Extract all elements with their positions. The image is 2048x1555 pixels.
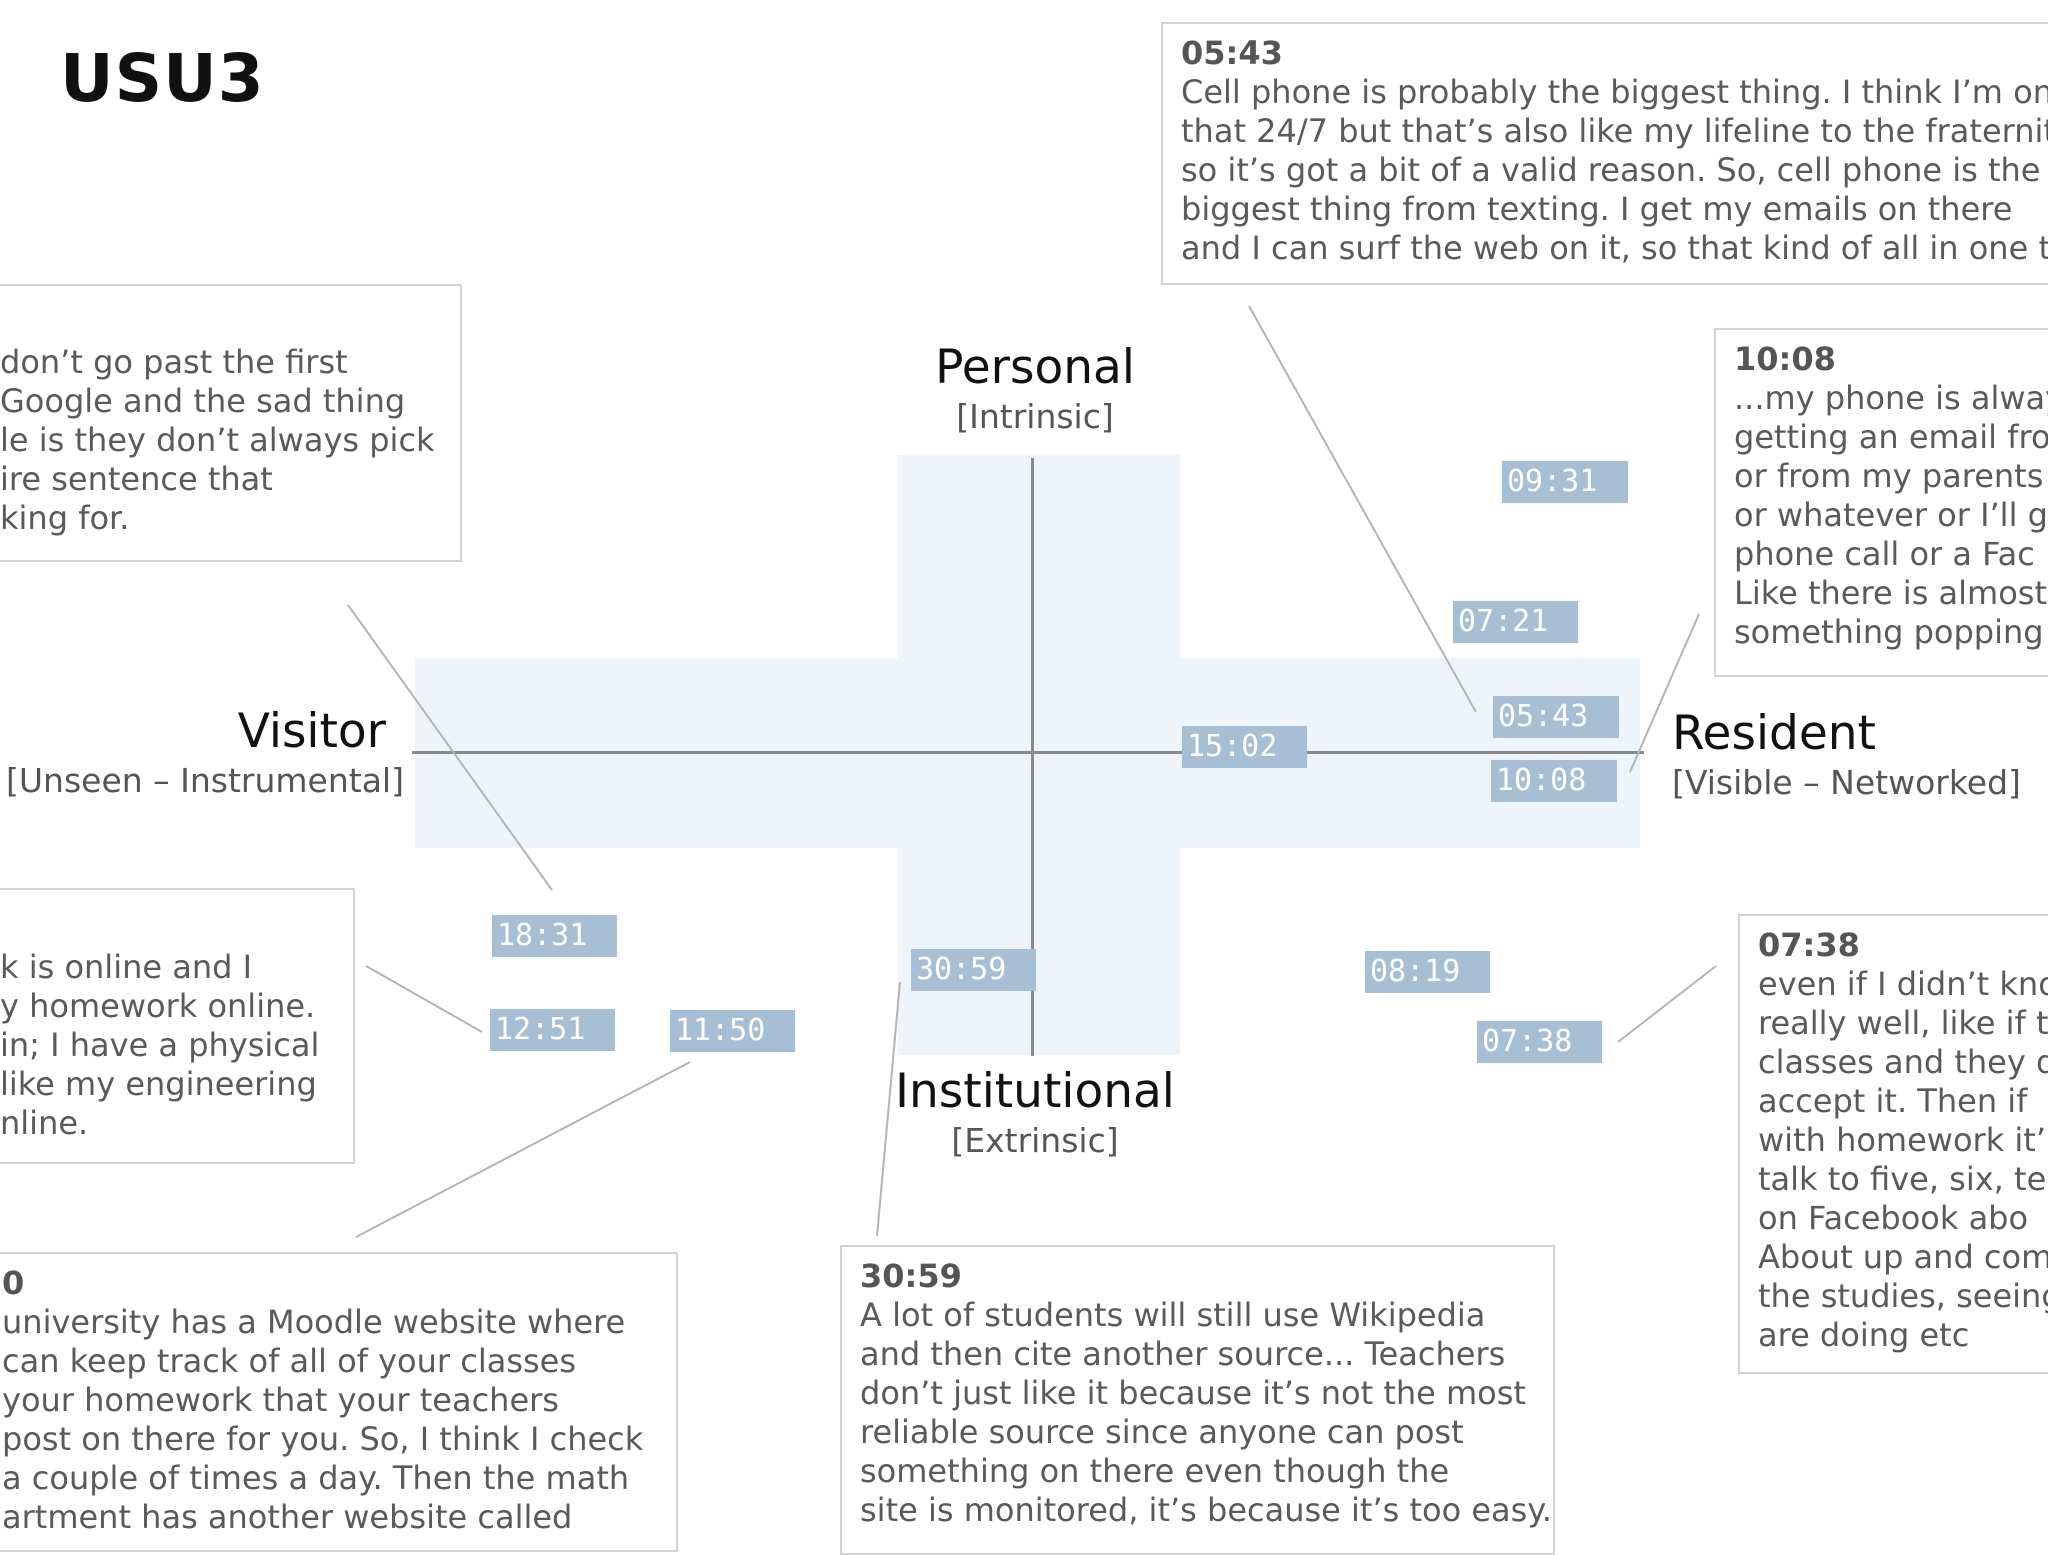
quote-line: can keep track of all of your classes (2, 1342, 577, 1380)
quote-time: 07:38 (1758, 926, 1860, 964)
quote-box-1831: don’t go past the first Google and the s… (0, 284, 462, 562)
quote-line: Cell phone is probably the biggest thing… (1181, 73, 2048, 111)
timestamp-1008[interactable]: 10:08 (1491, 760, 1617, 802)
quote-line: your homework that your teachers (2, 1381, 559, 1419)
quote-line: ire sentence that (0, 460, 273, 498)
axis-sub-extrinsic: [Extrinsic] (951, 1121, 1119, 1160)
quote-line: le is they don’t always pick (0, 421, 435, 459)
timestamp-0819[interactable]: 08:19 (1365, 951, 1490, 993)
quote-time: 0 (2, 1264, 25, 1302)
axis-label-resident: Resident [Visible – Networked] (1672, 706, 2042, 802)
quote-line: are doing etc (1758, 1316, 1970, 1354)
quote-line: and then cite another source... Teachers (860, 1335, 1506, 1373)
quote-line: don’t just like it because it’s not the … (860, 1374, 1526, 1412)
connector-1251 (365, 965, 483, 1033)
page-title: USU3 (60, 40, 265, 117)
quote-line: y homework online. (0, 987, 316, 1025)
quote-line: artment has another website called (2, 1498, 573, 1536)
quote-line: university has a Moodle website where (2, 1303, 626, 1341)
timestamp-0738[interactable]: 07:38 (1477, 1021, 1602, 1063)
quote-line: A lot of students will still use Wikiped… (860, 1296, 1486, 1334)
axis-label-visitor: Visitor [Unseen – Instrumental] (6, 704, 404, 800)
axis-sub-intrinsic: [Intrinsic] (956, 397, 1114, 436)
vertical-axis (1031, 458, 1034, 1056)
quote-line: classes and they d (1758, 1043, 2048, 1081)
quote-line: really well, like if th (1758, 1004, 2048, 1042)
quote-line: even if I didn’t kno (1758, 965, 2048, 1003)
timestamp-0543[interactable]: 05:43 (1493, 696, 1619, 738)
axis-label-institutional: Institutional [Extrinsic] (860, 1064, 1210, 1160)
quote-line: biggest thing from texting. I get my ema… (1181, 190, 2013, 228)
timestamp-0721[interactable]: 07:21 (1453, 601, 1578, 643)
quote-line: king for. (0, 499, 130, 537)
quote-box-3059: 30:59 A lot of students will still use W… (840, 1245, 1555, 1555)
quote-line: Google and the sad thing (0, 382, 406, 420)
connector-1831 (347, 604, 553, 891)
quote-line: don’t go past the first (0, 343, 348, 381)
quote-line: that 24/7 but that’s also like my lifeli… (1181, 112, 2048, 150)
timestamp-1831[interactable]: 18:31 (492, 915, 617, 957)
axis-title-visitor: Visitor (237, 704, 386, 759)
timestamp-0931[interactable]: 09:31 (1502, 461, 1628, 503)
quote-line: getting an email fro (1734, 418, 2048, 456)
connector-1008 (1629, 613, 1700, 773)
quote-line: like my engineering (0, 1065, 317, 1103)
quote-box-1150: 0 university has a Moodle website where … (0, 1252, 678, 1552)
quote-line: accept it. Then if (1758, 1082, 2028, 1120)
quote-line: post on there for you. So, I think I che… (2, 1420, 644, 1458)
quote-line: so it’s got a bit of a valid reason. So,… (1181, 151, 2041, 189)
connector-0738 (1617, 965, 1717, 1043)
quote-line: site is monitored, it’s because it’s too… (860, 1491, 1552, 1529)
quote-time: 10:08 (1734, 340, 1836, 378)
quote-line: in; I have a physical (0, 1026, 320, 1064)
quote-line: a couple of times a day. Then the math (2, 1459, 630, 1497)
connector-3059 (876, 981, 901, 1237)
quote-line: and I can surf the web on it, so that ki… (1181, 229, 2048, 267)
connector-1150 (355, 1061, 691, 1238)
quote-line: or from my parents (1734, 457, 2044, 495)
quote-time: 30:59 (860, 1257, 962, 1295)
axis-label-personal: Personal [Intrinsic] (880, 340, 1190, 436)
quote-line: talk to five, six, ten (1758, 1160, 2048, 1198)
quote-line: something popping (1734, 613, 2044, 651)
quote-line: something on there even though the (860, 1452, 1450, 1490)
quote-line: reliable source since anyone can post (860, 1413, 1464, 1451)
horizontal-axis (412, 751, 1644, 754)
quote-line: k is online and I (0, 948, 253, 986)
quote-line: ...my phone is alway (1734, 379, 2048, 417)
connector-0543 (1248, 305, 1477, 713)
quote-line: About up and com (1758, 1238, 2048, 1276)
axis-sub-visible: [Visible – Networked] (1672, 763, 2021, 802)
quote-line: the studies, seeing (1758, 1277, 2048, 1315)
quote-line: Like there is almost a (1734, 574, 2048, 612)
quote-box-1008: 10:08 ...my phone is alway getting an em… (1714, 328, 2048, 677)
quote-time: 05:43 (1181, 34, 1283, 72)
axis-sub-unseen: [Unseen – Instrumental] (6, 761, 404, 800)
timestamp-1502[interactable]: 15:02 (1182, 726, 1307, 768)
quote-box-1251: k is online and I y homework online. in;… (0, 888, 355, 1164)
timestamp-3059[interactable]: 30:59 (911, 949, 1036, 991)
quote-box-0738: 07:38 even if I didn’t kno really well, … (1738, 914, 2048, 1374)
quote-line: phone call or a Fac (1734, 535, 2035, 573)
quote-line: on Facebook abo (1758, 1199, 2029, 1237)
axis-title-resident: Resident (1672, 706, 1876, 761)
quote-line: or whatever or I’ll ge (1734, 496, 2048, 534)
quote-box-0543: 05:43 Cell phone is probably the biggest… (1161, 22, 2048, 285)
timestamp-1150[interactable]: 11:50 (670, 1010, 795, 1052)
axis-title-institutional: Institutional (895, 1064, 1175, 1119)
quote-line: nline. (0, 1104, 89, 1142)
quote-line: with homework it’ (1758, 1121, 2046, 1159)
axis-title-personal: Personal (935, 340, 1135, 395)
timestamp-1251[interactable]: 12:51 (490, 1009, 615, 1051)
